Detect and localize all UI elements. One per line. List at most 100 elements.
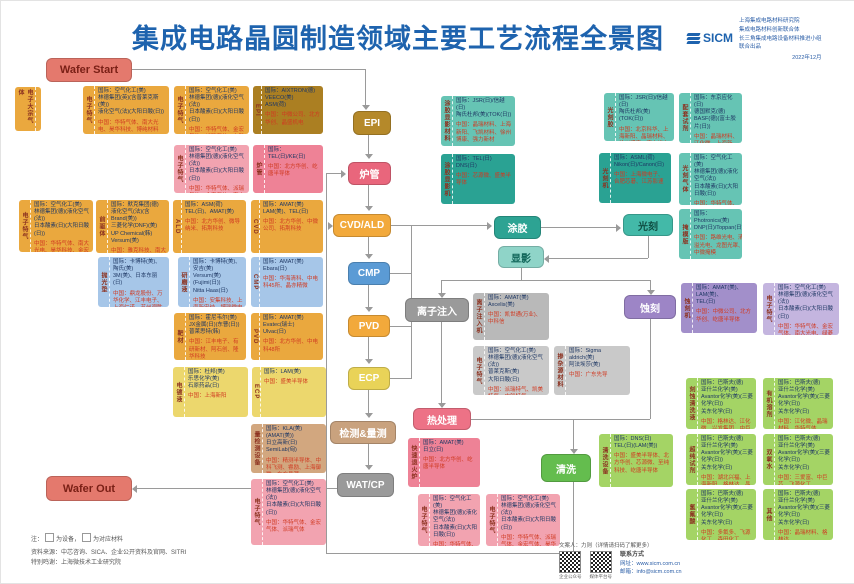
box-international-suppliers: 国际：空气化工(美) 林德集团(德)(液化空气(法)) 日本酸素(日)(大阳日酸… xyxy=(189,88,244,123)
box-vertical-label: 电子特气 xyxy=(418,494,430,546)
box-vertical-label: 电子特气 xyxy=(19,200,31,252)
box-china-suppliers: 中国：华特气体、派瑞气体、金宏气体、南大光电 xyxy=(189,185,245,193)
box-international-suppliers: 国际：Photronics(美) DNP(日)/Toppan(日) xyxy=(694,211,742,232)
box-china-suppliers: 中国：江丰电子、有研新材、阿石创、隆华科技 xyxy=(189,339,239,360)
material-box-38-超纯试剂: 超纯试剂国际：巴斯夫(德) 亚什兰化学(美) Avantor化学(美)(三菱化学… xyxy=(686,434,756,485)
material-box-26-掩模版: 掩模版国际：Photronics(美) DNP(日)/Toppan(日) 中国：路… xyxy=(679,209,742,259)
box-china-suppliers: 中国：鼎龙股份、万华化学、江丰电子、上海仁诺、苏州观胜 xyxy=(113,290,163,307)
box-china-suppliers: 中国：中微公司、北方华创、屹唐半导体 xyxy=(696,309,752,323)
box-vertical-label: 掺杂源材料 xyxy=(554,346,566,395)
box-vertical-label: 光刻气体 xyxy=(679,153,691,205)
legend-prefix: 注： xyxy=(31,537,44,543)
box-international-suppliers: 国际：TEL(日)/KE(日) xyxy=(268,147,306,161)
box-china-suppliers: 中国：华特气体、凯美特气、派瑞气体、昊华科技 xyxy=(694,200,739,205)
flow-node-rechuli: 热处理 xyxy=(413,408,471,430)
box-international-suppliers: 国际：KLA(美)(AMAT(美)) 日立高新(日) SemiLab(匈) xyxy=(266,426,303,454)
box-china-suppliers: 中国：华特气体、金宏气体、派瑞气体 xyxy=(433,541,478,546)
material-box-31-掺杂源材料: 掺杂源材料国际：Sigma aldrich(美) 阿法埃莎(美)中国：广东先导 xyxy=(554,346,630,395)
box-vertical-label: 电子特气 xyxy=(763,283,775,335)
box-vertical-label: 电子特气 xyxy=(486,494,498,546)
box-china-suppliers: 中国：多氟多、飞源化工、森田化工 xyxy=(701,529,751,540)
box-international-suppliers: 国际：空气化工(美) 林德集团(德)(液化空气(法)) 日本酸素(日)(大阳日酸… xyxy=(694,155,738,197)
box-china-suppliers: 中国：凯世通(万业)、中科信 xyxy=(488,312,542,326)
material-box-41-其他: 其他国际：巴斯夫(德) 亚什兰化学(美) Avantor化学(美)(三菱化学(日… xyxy=(763,489,833,540)
material-box-8-前驱体: 前驱体国际：默克集团(德) 液化空气(法)(含Brand(美)) 三菱化学(DN… xyxy=(96,200,169,253)
contact-block: 联系方式 网址：www.sicm.com.cn 邮箱：info@sicm.com… xyxy=(620,551,682,577)
flow-node-wafer-start: Wafer Start xyxy=(46,58,132,82)
box-international-suppliers: 国际：TEL(日) DNS(日) xyxy=(456,156,492,170)
box-vertical-label: 电子特气 xyxy=(473,346,485,395)
box-vertical-label: 涂胶显影机 xyxy=(441,154,453,204)
flow-node-wafer-out: Wafer Out xyxy=(46,476,132,501)
box-china-suppliers: 中国：华特气体、派瑞气体、金宏气体、昊华科技 xyxy=(501,534,557,546)
box-vertical-label: ECP xyxy=(252,367,261,417)
box-vertical-label: 靶材 xyxy=(174,313,186,360)
flow-node-jiance-liangce: 检测&量测 xyxy=(330,421,396,444)
flow-node-pvd: PVD xyxy=(348,315,390,337)
material-box-33-电子特气: 电子特气国际：空气化工(美) 林德集团(德)(液化空气(法)) 日本酸素(日)(… xyxy=(418,494,480,546)
page-title: 集成电路晶圆制造领域主要工艺流程全景图 xyxy=(132,24,664,54)
box-china-suppliers: 中国：安集科技、上海新安纳、博瑞微电子、万华化学 xyxy=(193,297,243,307)
flow-node-tujiao: 涂胶 xyxy=(494,216,541,239)
header-right: SICM 上海集成电路材料研究院 集成电路材料创新联合体 长三角集成电路设备材料… xyxy=(686,17,849,63)
flow-node-shike: 蚀刻 xyxy=(624,295,676,319)
qr-block-2: 媒体平台号 xyxy=(589,551,613,580)
box-international-suppliers: 国际：AMAT(美) Axcelis(美) xyxy=(488,295,529,309)
box-vertical-label: 量检测设备 xyxy=(251,424,263,473)
box-vertical-label: 超纯试剂 xyxy=(686,434,698,485)
box-vertical-label: 电子特气 xyxy=(251,479,263,545)
box-international-suppliers: 国际：JSR(日)/信越(日) 陶氏杜邦(美)(TOK(日)) xyxy=(456,98,512,119)
box-international-suppliers: 国际：卡博特(美)、陶氏(美) 3M(美)、日本东丽(日) xyxy=(113,259,161,287)
material-box-27-蚀刻机: 蚀刻机国际：AMAT(美)、LAM(美)、 TEL(日)中国：中微公司、北方华创… xyxy=(681,283,757,333)
material-box-30-电子特气: 电子特气国际：空气化工(美) 林德集团(德)(液化空气(法)) 普莱克斯(美) … xyxy=(473,346,549,395)
qr-code-icon xyxy=(559,551,582,573)
box-china-suppliers: 中国：路维光电、清溢光电、龙图光罩、中微掩模 xyxy=(694,235,742,256)
material-box-40-氢氟酸: 氢氟酸国际：巴斯夫(德) 亚什兰化学(美) Avantor化学(美)(三菱化学(… xyxy=(686,489,756,540)
flow-node-luguan: 炉管 xyxy=(348,162,391,185)
box-international-suppliers: 国际：默克集团(德) 液化空气(法)(含Brand(美)) 三菱化学(DNF)(… xyxy=(111,202,159,244)
material-box-6-炉管: 炉管国际：TEL(日)/KE(日)中国：北方华创、屹唐半导体 xyxy=(253,145,323,193)
box-vertical-label: 光刻胶 xyxy=(604,93,616,141)
qr-block-1: 企业公众号 xyxy=(559,551,582,580)
box-vertical-label: 电子大宗气体 xyxy=(15,87,36,131)
box-vertical-label: 掩模版 xyxy=(679,209,691,259)
box-international-suppliers: 国际：空气化工(美) 林德集团(德)(液化空气(法)) 日本酸素(日)(大阳日酸… xyxy=(189,147,244,182)
qr-code-icon xyxy=(589,551,612,573)
qr2-label: 媒体平台号 xyxy=(589,574,613,579)
material-box-28-电子特气: 电子特气国际：空气化工(美) 林德集团(德)(液化空气(法)) 日本酸素(日)(… xyxy=(763,283,839,335)
flow-node-cmp: CMP xyxy=(348,262,390,285)
box-vertical-label: ALD xyxy=(173,200,182,253)
box-china-suppliers: 中国：晶瑞材料、江化微、上海新阳、飞凯材料、芯刻微 xyxy=(694,133,739,143)
material-box-36-刻蚀清洗液: 刻蚀清洗液国际：巴斯夫(德) 亚什兰化学(美) Avantor化学(美)(三菱化… xyxy=(686,378,756,429)
box-china-suppliers: 中国：北京科华、上海新阳、晶瑞材料、徐州博康、南大光电 xyxy=(619,126,669,141)
publisher-lines: 上海集成电路材料研究院 集成电路材料创新联合体 长三角集成电路设备材料推进小组 … xyxy=(739,17,822,63)
material-box-39-双氧水: 双氧水国际：巴斯夫(德) 亚什兰化学(美) Avantor化学(美)(三菱化学(… xyxy=(763,434,833,485)
flow-node-ecp: ECP xyxy=(348,367,390,390)
material-box-2-电子特气: 电子特气国际：空气化工(美) 林德集团(英)(含普莱克斯(美)) 液化空气(法)… xyxy=(83,86,169,134)
box-china-suppliers: 中国：广东先导 xyxy=(569,372,608,379)
box-vertical-label: 有机溶剂 xyxy=(763,378,775,429)
material-box-24-光刻机: 光刻机国际：ASML(荷) Nikon(日)/Canon(日)中国：上海微电子、… xyxy=(599,153,671,203)
box-international-suppliers: 国际：AMAT(美) Ebara(日) xyxy=(263,259,304,273)
box-china-suppliers: 中国：晶瑞材料、格林达 xyxy=(778,529,828,540)
box-international-suppliers: 国际：空气化工(美) 林德集团(德)(液化空气(法)) 日本酸素(日)(大阳日酸… xyxy=(34,202,89,237)
box-international-suppliers: 国际：杜邦(美) 乐思化学(美) 石原药品(日) xyxy=(188,369,225,390)
material-swatch xyxy=(82,533,92,542)
flow-node-epi: EPI xyxy=(353,111,391,135)
footer-right: 文案人：力则（详情请扫码了解更多） 企业公众号 媒体平台号 联系方式 网址：ww… xyxy=(559,541,682,580)
box-vertical-label: 双氧水 xyxy=(763,434,775,485)
box-china-suppliers: 中国：芯源微、盛美半导体 xyxy=(456,173,512,187)
box-international-suppliers: 国际：空气化工(美) 林德集团(德)(液化空气(法)) 日本酸素(日)(大阳日酸… xyxy=(433,496,477,538)
box-international-suppliers: 国际：巴斯夫(德) 亚什兰化学(美) Avantor化学(美)(三菱化学(日))… xyxy=(778,491,830,526)
material-box-34-电子特气: 电子特气国际：空气化工(美) 林德集团(德)(液化空气(法)) 日本酸素(日)(… xyxy=(486,494,560,546)
material-box-37-有机溶剂: 有机溶剂国际：巴斯夫(德) 亚什兰化学(美) Avantor化学(美)(三菱化学… xyxy=(763,378,833,429)
box-vertical-label: 清洗设备 xyxy=(599,434,611,487)
box-china-suppliers: 中国：晶瑞材料、上海新阳、飞凯材料、徐州博康、强力新材 xyxy=(456,122,512,143)
box-international-suppliers: 国际：巴斯夫(德) 亚什兰化学(美) Avantor化学(美)(三菱化学(日))… xyxy=(701,380,753,415)
box-vertical-label: 电子特气 xyxy=(174,145,186,193)
